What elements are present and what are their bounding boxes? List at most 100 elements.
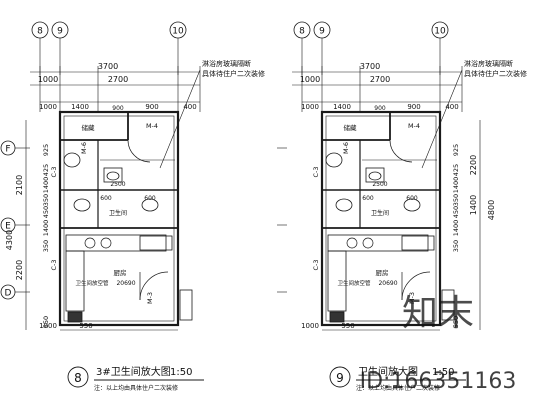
- grid-bubble-top-label: 8: [37, 27, 43, 37]
- grid-bubble-top-label: 9: [319, 27, 325, 37]
- area-label: 2500: [372, 181, 387, 188]
- exterior-column: [441, 289, 455, 321]
- door-label: M-4: [146, 122, 158, 130]
- dim-text: 1400: [452, 177, 460, 194]
- dim-text: 1000: [39, 322, 57, 330]
- stove-burner: [346, 237, 358, 249]
- toilet-bowl: [368, 171, 382, 181]
- note-leader: [421, 69, 463, 169]
- dim-text: 1000: [301, 103, 319, 111]
- kitchen-counter: [65, 250, 85, 312]
- room-label: 厨房: [376, 268, 389, 277]
- dim-text: 925: [452, 144, 460, 156]
- window-label: C-3: [50, 166, 58, 177]
- dim-text: 1000: [300, 75, 320, 84]
- dim-text: 1400: [469, 195, 478, 215]
- door-label: M-3: [408, 292, 416, 304]
- drawing-caption: 卫生间放大图: [358, 365, 418, 378]
- room-label: 卫生间: [371, 209, 389, 217]
- dim-text: 550: [42, 316, 50, 328]
- room-label: 厨房: [114, 268, 127, 277]
- room-label: 卫生间: [109, 209, 127, 217]
- dim-text: 900: [112, 105, 124, 112]
- dim-text: 1000: [39, 103, 57, 111]
- grid-bubble-left-label: F: [5, 145, 10, 155]
- dim-text: 550: [452, 316, 460, 328]
- grid-bubble-top-label: 8: [299, 27, 305, 37]
- grid-bubble-top-label: 9: [57, 27, 63, 37]
- kitchen-counter: [327, 250, 347, 312]
- door-label: M-4: [408, 122, 420, 130]
- kitchen-counter: [65, 234, 167, 252]
- room-label: 储藏: [82, 123, 96, 132]
- kitchen-sink: [401, 235, 435, 251]
- dim-text: 1000: [301, 322, 319, 330]
- dim-text: 425: [42, 164, 50, 176]
- door-label: M-3: [146, 292, 154, 304]
- outer-wall: [320, 110, 442, 327]
- drawing-scale: 1:50: [170, 367, 192, 378]
- dim-text: 600: [406, 195, 418, 202]
- dim-text: 3700: [98, 62, 118, 71]
- wash-basin: [335, 198, 353, 212]
- grid-bubble-top-label: 10: [172, 27, 184, 37]
- dim-text: 450: [42, 206, 50, 218]
- note-text: 淋浴房玻璃隔断: [202, 59, 251, 68]
- window-label: C-3: [312, 166, 320, 177]
- area-label: 20690: [378, 280, 397, 287]
- drawing-number: 9: [336, 371, 344, 385]
- kitchen-sink: [139, 235, 173, 251]
- grid-bubble-left-label: E: [5, 222, 11, 232]
- wash-basin: [73, 198, 91, 212]
- drawing-scale: 1:50: [432, 367, 454, 378]
- dim-text: 1400: [452, 220, 460, 237]
- door-label: M-6: [342, 142, 350, 154]
- door-swing: [127, 139, 151, 163]
- wash-basin: [141, 198, 159, 212]
- note-text: 具体待住户二次装修: [464, 69, 527, 78]
- dim-text: 1400: [71, 103, 89, 111]
- dim-text: 2200: [469, 155, 478, 175]
- inner-wall: [63, 115, 175, 322]
- dim-text: 900: [407, 103, 420, 111]
- dim-text: 350: [42, 194, 50, 206]
- dim-text: 900: [374, 105, 386, 112]
- dim-text: 550: [79, 322, 92, 330]
- dim-text: 350: [42, 240, 50, 252]
- toilet-tank: [103, 167, 123, 183]
- drawing-number: 8: [74, 371, 82, 385]
- wash-basin: [63, 152, 81, 168]
- wash-basin: [403, 198, 421, 212]
- dim-text: 350: [452, 194, 460, 206]
- dim-text: 3700: [360, 62, 380, 71]
- dim-text: 925: [42, 144, 50, 156]
- dim-text: 450: [452, 206, 460, 218]
- dim-text: 1400: [333, 103, 351, 111]
- dim-text: 400: [445, 103, 458, 111]
- note-leader: [159, 69, 201, 169]
- window-label: C-3: [50, 259, 58, 270]
- watermark-id: ID:166351163: [360, 369, 517, 394]
- exterior-column: [179, 289, 193, 321]
- dim-text: 1400: [42, 220, 50, 237]
- dim-text: 4800: [487, 200, 496, 220]
- grid-bubble-left-label: D: [5, 289, 12, 299]
- dim-text: 4300: [5, 230, 14, 250]
- room-label: 卫生间放空管: [337, 279, 371, 287]
- note-text: 淋浴房玻璃隔断: [464, 59, 513, 68]
- watermark-logo: 知末: [402, 293, 474, 334]
- stove-burner: [100, 237, 112, 249]
- wash-basin: [325, 152, 343, 168]
- drawing-caption: 3#卫生间放大图: [96, 365, 171, 378]
- toilet-bowl: [106, 171, 120, 181]
- dim-text: 550: [341, 322, 354, 330]
- room-label: 卫生间放空管: [75, 279, 109, 287]
- dim-text: 1000: [38, 75, 58, 84]
- door-swing: [139, 271, 169, 301]
- drawing-number-circle: [67, 366, 89, 388]
- pipe-shaft: [67, 311, 83, 323]
- grid-bubble-top-label: 10: [434, 27, 446, 37]
- dim-text: 350: [452, 240, 460, 252]
- dim-text: 2700: [108, 75, 128, 84]
